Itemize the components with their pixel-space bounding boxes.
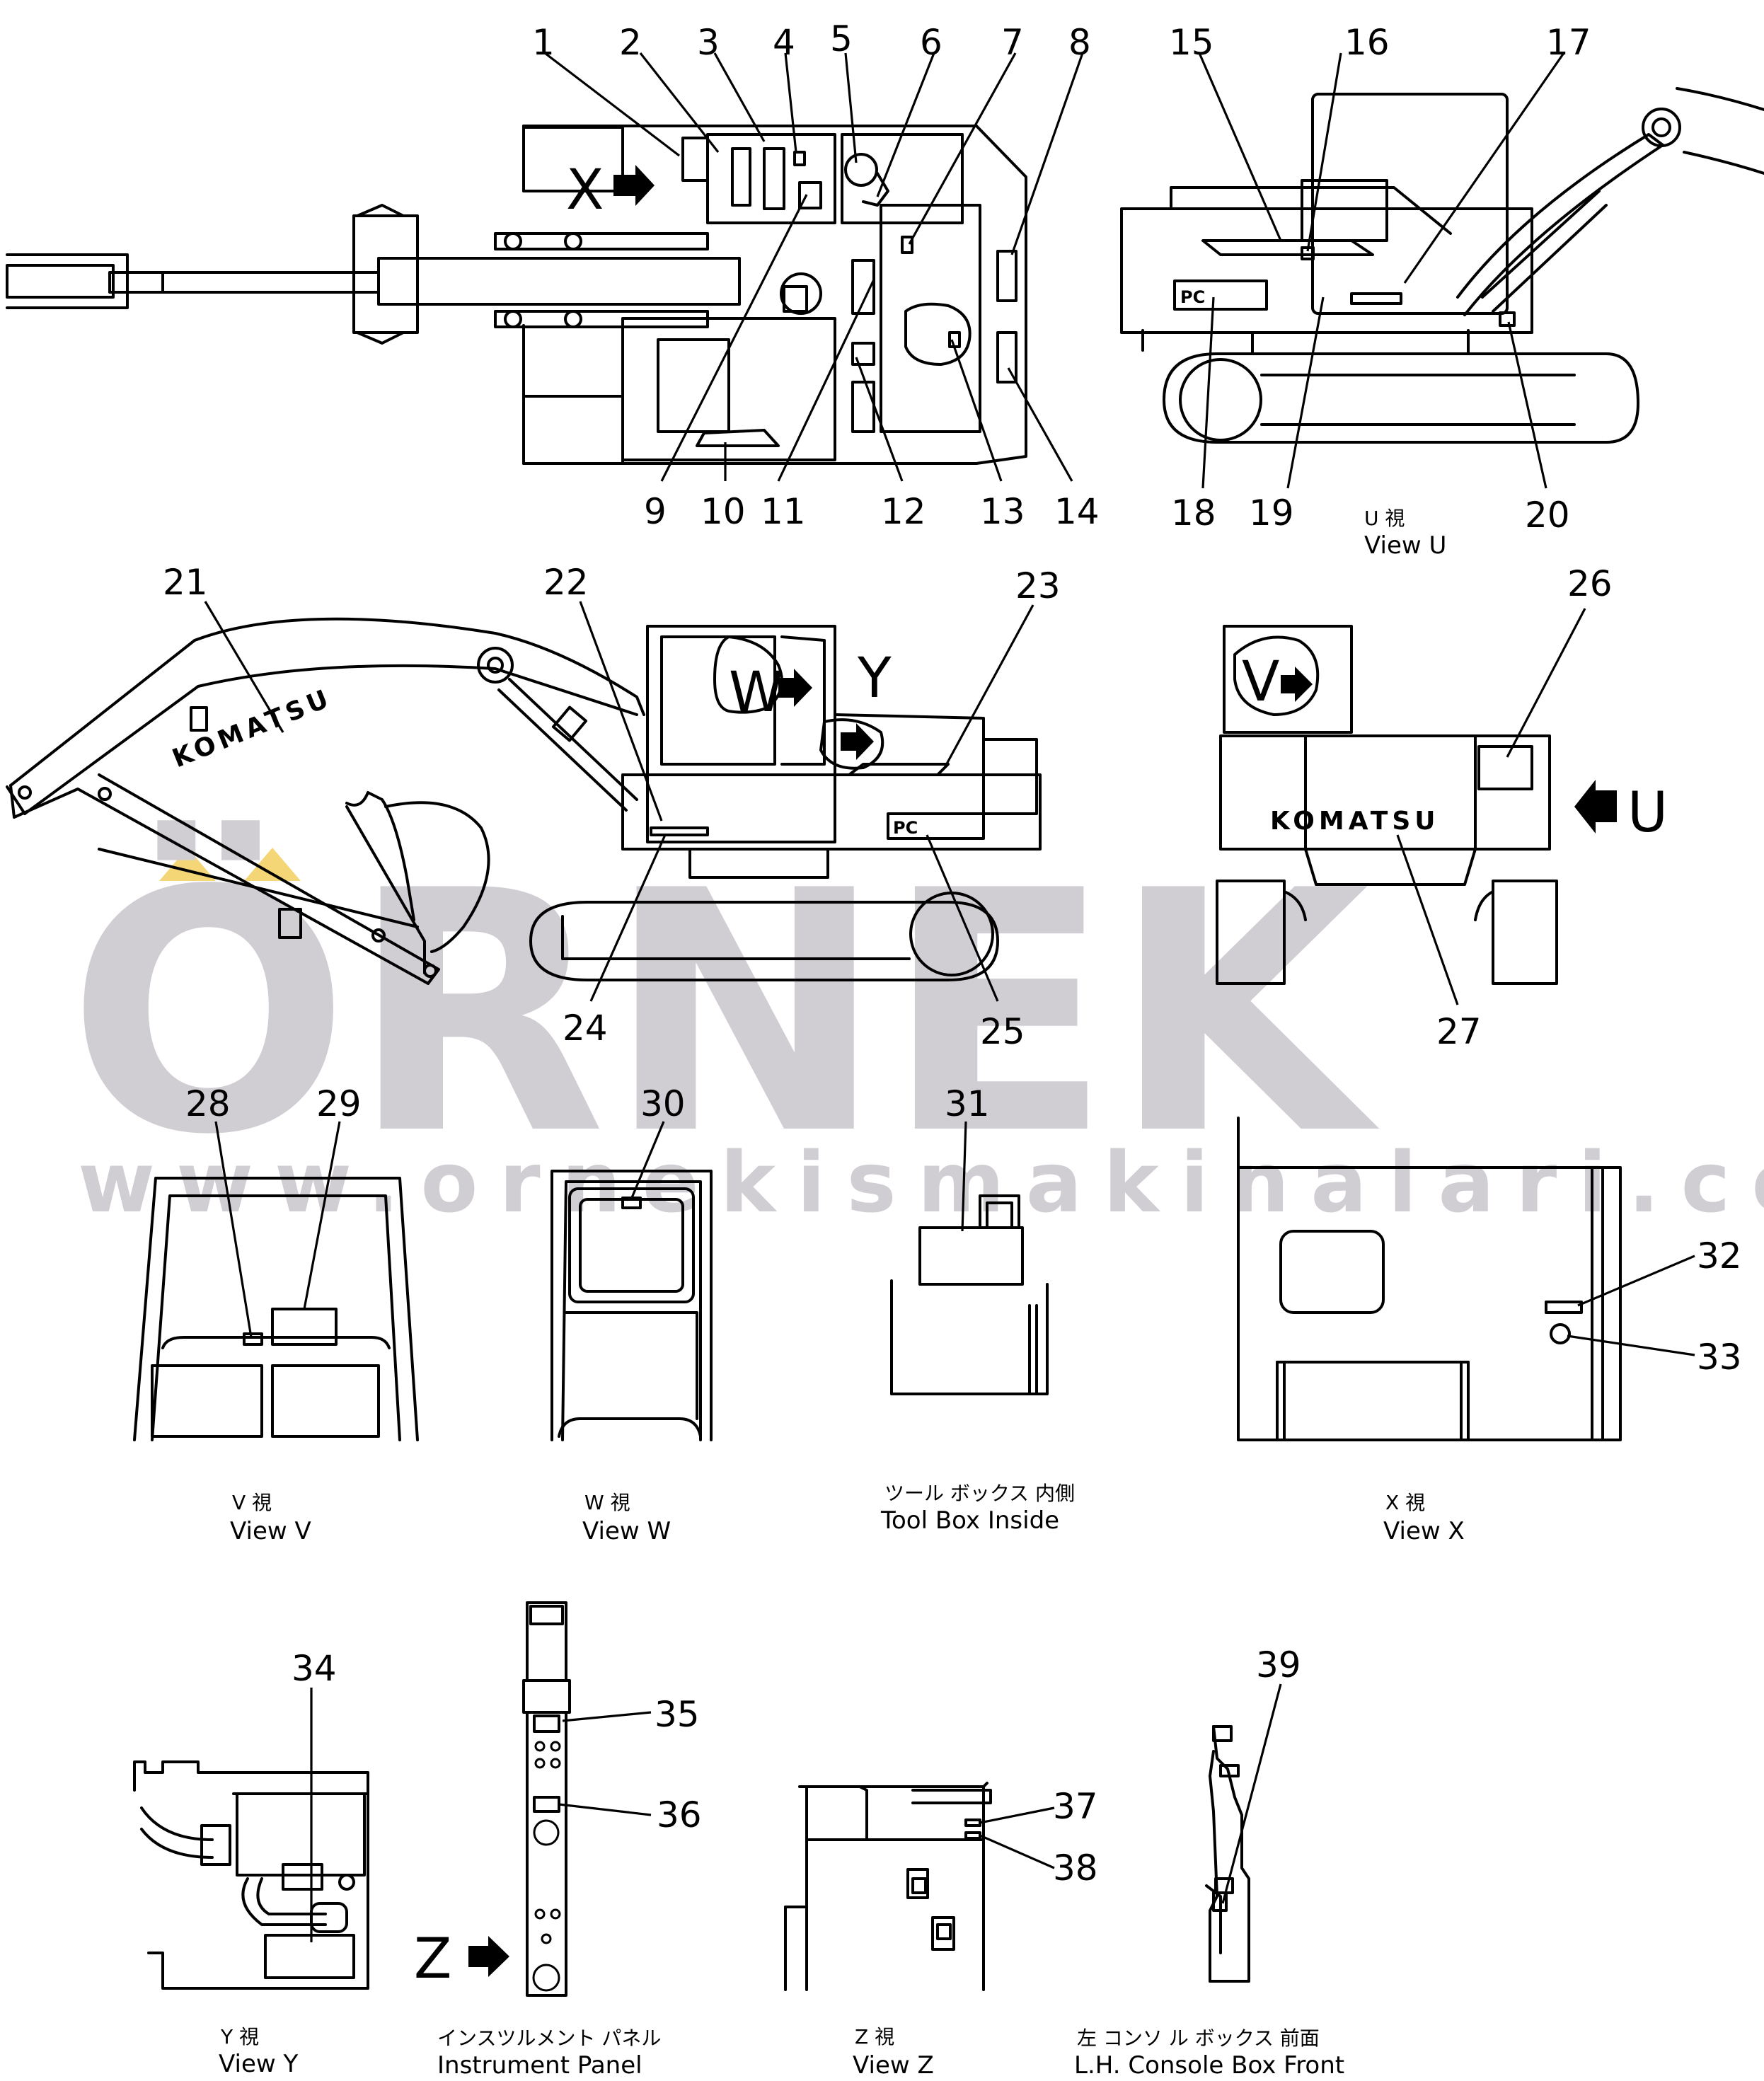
view-u-drawing: PC xyxy=(1120,87,1764,444)
watermark-accent-right xyxy=(244,848,301,881)
caption-view-v-jp: V 視 xyxy=(232,1491,272,1514)
part-number-35: 35 xyxy=(655,1694,700,1735)
caption-view-y-jp: Y 視 xyxy=(220,2025,259,2048)
part-number-8: 8 xyxy=(1068,22,1091,63)
caption-view-x: View X xyxy=(1383,1517,1465,1545)
part-number-38: 38 xyxy=(1053,1847,1098,1889)
part-number-9: 9 xyxy=(644,491,667,532)
part-number-16: 16 xyxy=(1344,22,1390,63)
part-number-22: 22 xyxy=(543,562,589,603)
part-number-33: 33 xyxy=(1697,1337,1742,1378)
top-view-drawing xyxy=(6,125,1027,465)
caption-view-x-jp: X 視 xyxy=(1385,1491,1425,1514)
part-number-10: 10 xyxy=(701,491,746,532)
caption-view-v: View V xyxy=(230,1517,311,1545)
caption-view-z: View Z xyxy=(853,2051,934,2077)
part-number-32: 32 xyxy=(1697,1235,1742,1276)
part-number-21: 21 xyxy=(163,562,208,603)
pc-plate-u: PC xyxy=(1180,287,1205,307)
console-box-drawing xyxy=(1205,1725,1250,1983)
caption-view-z-jp: Z 視 xyxy=(855,2025,894,2048)
part-number-13: 13 xyxy=(980,491,1025,532)
part-number-37: 37 xyxy=(1053,1786,1098,1827)
part-number-5: 5 xyxy=(830,18,853,59)
part-number-27: 27 xyxy=(1436,1011,1482,1052)
view-z-drawing xyxy=(784,1782,992,1991)
part-number-29: 29 xyxy=(316,1083,362,1124)
leader-lines xyxy=(204,52,1695,1942)
y-arrow-letter: Y xyxy=(857,647,892,710)
caption-console-box: L.H. Console Box Front xyxy=(1074,2051,1344,2077)
tool-box-drawing xyxy=(890,1194,1049,1395)
pc-plate-side: PC xyxy=(893,818,918,838)
part-number-28: 28 xyxy=(185,1083,231,1124)
part-number-24: 24 xyxy=(563,1008,608,1049)
part-number-18: 18 xyxy=(1171,492,1216,534)
part-number-15: 15 xyxy=(1169,22,1214,63)
view-v-drawing xyxy=(133,1177,419,1441)
caption-instrument-panel: Instrument Panel xyxy=(437,2051,642,2077)
part-number-12: 12 xyxy=(881,491,926,532)
caption-instrument-panel-jp: インスツルメント パネル xyxy=(437,2027,661,2050)
view-x-drawing xyxy=(1237,1117,1622,1441)
caption-tool-box: Tool Box Inside xyxy=(880,1506,1059,1535)
komatsu-rear-decal: KOMATSU xyxy=(1270,807,1440,836)
rear-view-drawing: V KOMATSU U xyxy=(1216,625,1668,985)
z-arrow-letter: Z xyxy=(414,1927,451,1991)
view-y-drawing xyxy=(133,1760,369,1990)
w-arrow-letter: W xyxy=(729,661,783,725)
part-number-4: 4 xyxy=(773,22,795,63)
part-number-26: 26 xyxy=(1567,563,1613,604)
part-number-14: 14 xyxy=(1054,491,1100,532)
part-number-3: 3 xyxy=(697,22,720,63)
part-number-6: 6 xyxy=(920,22,942,63)
view-captions: U 視 View U V 視 View V W 視 View W ツール ボック… xyxy=(219,507,1465,2080)
part-number-11: 11 xyxy=(761,491,806,532)
watermark-accent-left xyxy=(159,848,216,881)
komatsu-boom-decal: KOMATSU xyxy=(168,684,336,774)
part-number-7: 7 xyxy=(1001,22,1024,63)
part-number-25: 25 xyxy=(980,1011,1025,1052)
part-number-23: 23 xyxy=(1015,565,1061,606)
caption-view-u: View U xyxy=(1364,531,1446,560)
watermark-url: www.ornekismakinalari.com.tr xyxy=(78,1134,1764,1231)
u-arrow-letter: U xyxy=(1627,781,1668,845)
part-number-1: 1 xyxy=(532,22,555,63)
part-number-31: 31 xyxy=(945,1083,990,1124)
part-number-labels: 1 2 3 4 5 6 7 8 9 10 11 12 13 14 15 16 1… xyxy=(163,18,1742,1889)
v-arrow-letter: V xyxy=(1242,650,1279,714)
part-number-20: 20 xyxy=(1525,495,1570,536)
view-w-drawing xyxy=(550,1170,713,1441)
watermark: ÖRNEK www.ornekismakinalari.com.tr xyxy=(67,817,1764,1231)
part-number-17: 17 xyxy=(1546,22,1591,63)
caption-view-u-jp: U 視 xyxy=(1364,507,1405,530)
part-number-39: 39 xyxy=(1256,1644,1301,1685)
part-number-19: 19 xyxy=(1249,492,1294,534)
part-number-30: 30 xyxy=(640,1083,686,1124)
caption-console-box-jp: 左 コンソ ル ボックス 前面 xyxy=(1077,2027,1320,2050)
caption-tool-box-jp: ツール ボックス 内側 xyxy=(884,1482,1075,1505)
caption-view-y: View Y xyxy=(219,2050,298,2077)
part-number-36: 36 xyxy=(657,1794,702,1835)
caption-view-w-jp: W 視 xyxy=(584,1491,630,1514)
x-arrow-letter: X xyxy=(566,158,604,222)
part-number-2: 2 xyxy=(619,22,642,63)
caption-view-w: View W xyxy=(582,1517,671,1545)
part-number-34: 34 xyxy=(292,1648,337,1689)
instrument-panel-drawing: Z xyxy=(414,1601,571,1997)
